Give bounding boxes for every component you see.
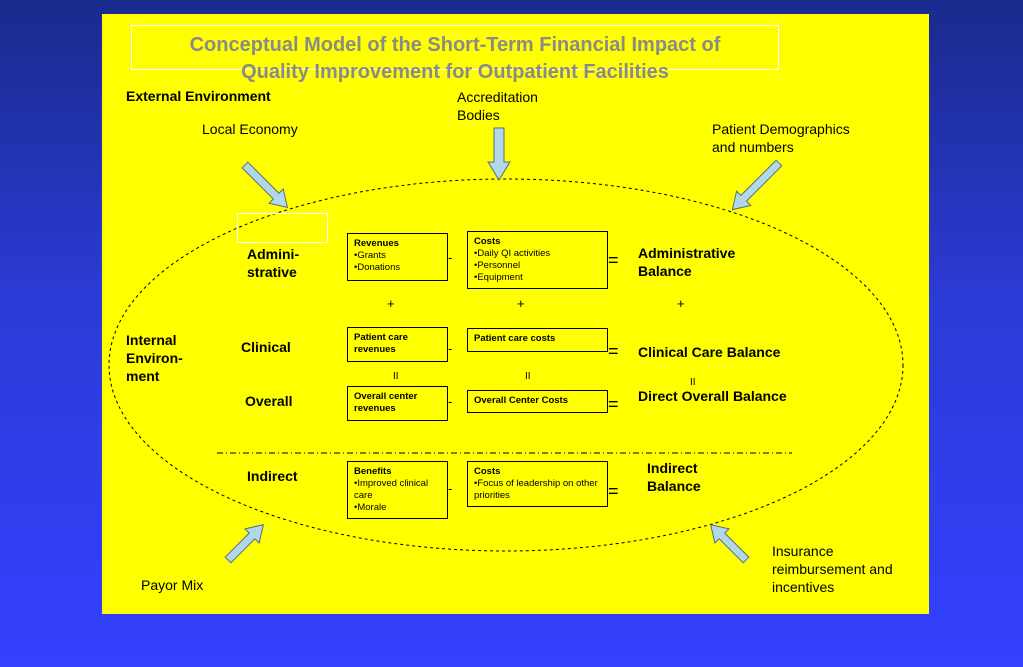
admin-cost-item: Daily QI activities [474,248,601,260]
plus-sign-costs: + [517,296,525,311]
insurance-label: Insurance reimbursement and incentives [772,542,893,596]
arrow-payor-mix-icon [224,523,265,564]
clinical-revenues-box: Patient care revenues [347,327,448,362]
indirect-row-label: Indirect [247,468,298,484]
admin-costs-head: Costs [474,236,501,247]
indirect-cost-item: Focus of leadership on other priorities [474,478,601,502]
accreditation-line-2: Bodies [457,107,500,123]
patient-demographics-line-1: Patient Demographics [712,121,850,137]
clinical-minus-sign: - [448,341,453,356]
admin-cost-item: Equipment [474,272,601,284]
admin-label-line-2: strative [247,264,297,280]
slide: Conceptual Model of the Short-Term Finan… [102,14,929,614]
clinical-balance-label: Clinical Care Balance [638,344,781,360]
parallel-mark-costs: II [525,371,531,382]
accreditation-line-1: Accreditation [457,89,538,105]
internal-environment-label: Internal Environ- ment [126,331,183,385]
arrow-insurance-icon [709,523,750,564]
admin-revenue-item: Donations [354,262,441,274]
patient-demographics-line-2: and numbers [712,139,794,155]
title-line-2: Quality Improvement for Outpatient Facil… [241,61,669,83]
overall-balance-label: Direct Overall Balance [638,388,787,404]
overall-costs-box: Overall Center Costs [467,390,608,413]
indirect-benefit-item: Improved clinical care [354,478,441,502]
overall-revenues-text: Overall center revenues [354,391,418,414]
plus-sign-balance: + [677,296,685,311]
clinical-revenues-text: Patient care revenues [354,332,408,355]
overall-row-label: Overall [245,393,293,409]
admin-revenues-box: Revenues Grants Donations [347,233,448,281]
insurance-line-3: incentives [772,579,835,595]
admin-costs-box: Costs Daily QI activities Personnel Equi… [467,231,608,289]
accreditation-bodies-label: Accreditation Bodies [457,88,538,124]
insurance-line-1: Insurance [772,543,834,559]
indirect-costs-head: Costs [474,466,501,477]
indirect-benefits-head: Benefits [354,466,392,477]
indirect-minus-sign: - [448,481,453,496]
diagram-title: Conceptual Model of the Short-Term Finan… [131,32,779,86]
diagram-graphics [108,127,904,564]
clinical-equals-sign: = [608,341,619,361]
admin-revenue-item: Grants [354,250,441,262]
admin-cost-item: Personnel [474,260,601,272]
admin-equals-sign: = [608,250,619,270]
indirect-equals-sign: = [608,481,619,501]
indirect-benefit-item: Morale [354,502,441,514]
plus-sign-revenues: + [387,296,395,311]
title-line-1: Conceptual Model of the Short-Term Finan… [189,34,721,56]
empty-frame [237,213,328,243]
internal-environment-ellipse [108,178,904,552]
overall-costs-text: Overall Center Costs [474,395,568,406]
insurance-line-2: reimbursement and [772,561,893,577]
parallel-mark-balance: II [690,377,696,388]
clinical-costs-box: Patient care costs [467,328,608,352]
admin-balance-line-2: Balance [638,263,692,279]
payor-mix-label: Payor Mix [141,577,204,593]
internal-line-1: Internal [126,332,177,348]
admin-revenues-head: Revenues [354,238,399,249]
clinical-row-label: Clinical [241,339,291,355]
overall-minus-sign: - [448,394,453,409]
clinical-costs-text: Patient care costs [474,333,556,344]
patient-demographics-label: Patient Demographics and numbers [712,120,850,156]
admin-minus-sign: - [448,250,453,265]
indirect-balance-line-1: Indirect [647,460,698,476]
admin-balance-line-1: Administrative [638,245,736,261]
internal-line-3: ment [126,368,160,384]
indirect-benefits-box: Benefits Improved clinical care Morale [347,461,448,519]
indirect-balance-line-2: Balance [647,478,701,494]
arrow-patient-demographics-icon [731,159,783,211]
indirect-balance-label: Indirect Balance [647,459,701,495]
arrow-accreditation-icon [487,127,511,181]
overall-revenues-box: Overall center revenues [347,386,448,421]
parallel-mark-revenues: II [393,371,399,382]
arrow-local-economy-icon [241,161,289,209]
external-environment-heading: External Environment [126,88,271,104]
internal-line-2: Environ- [126,350,183,366]
admin-balance-label: Administrative Balance [638,244,735,280]
admin-row-label: Admini- strative [247,245,299,281]
title-frame [131,25,779,70]
local-economy-label: Local Economy [202,121,298,137]
overall-equals-sign: = [608,394,619,414]
admin-label-line-1: Admini- [247,246,300,262]
indirect-costs-box: Costs Focus of leadership on other prior… [467,461,608,507]
